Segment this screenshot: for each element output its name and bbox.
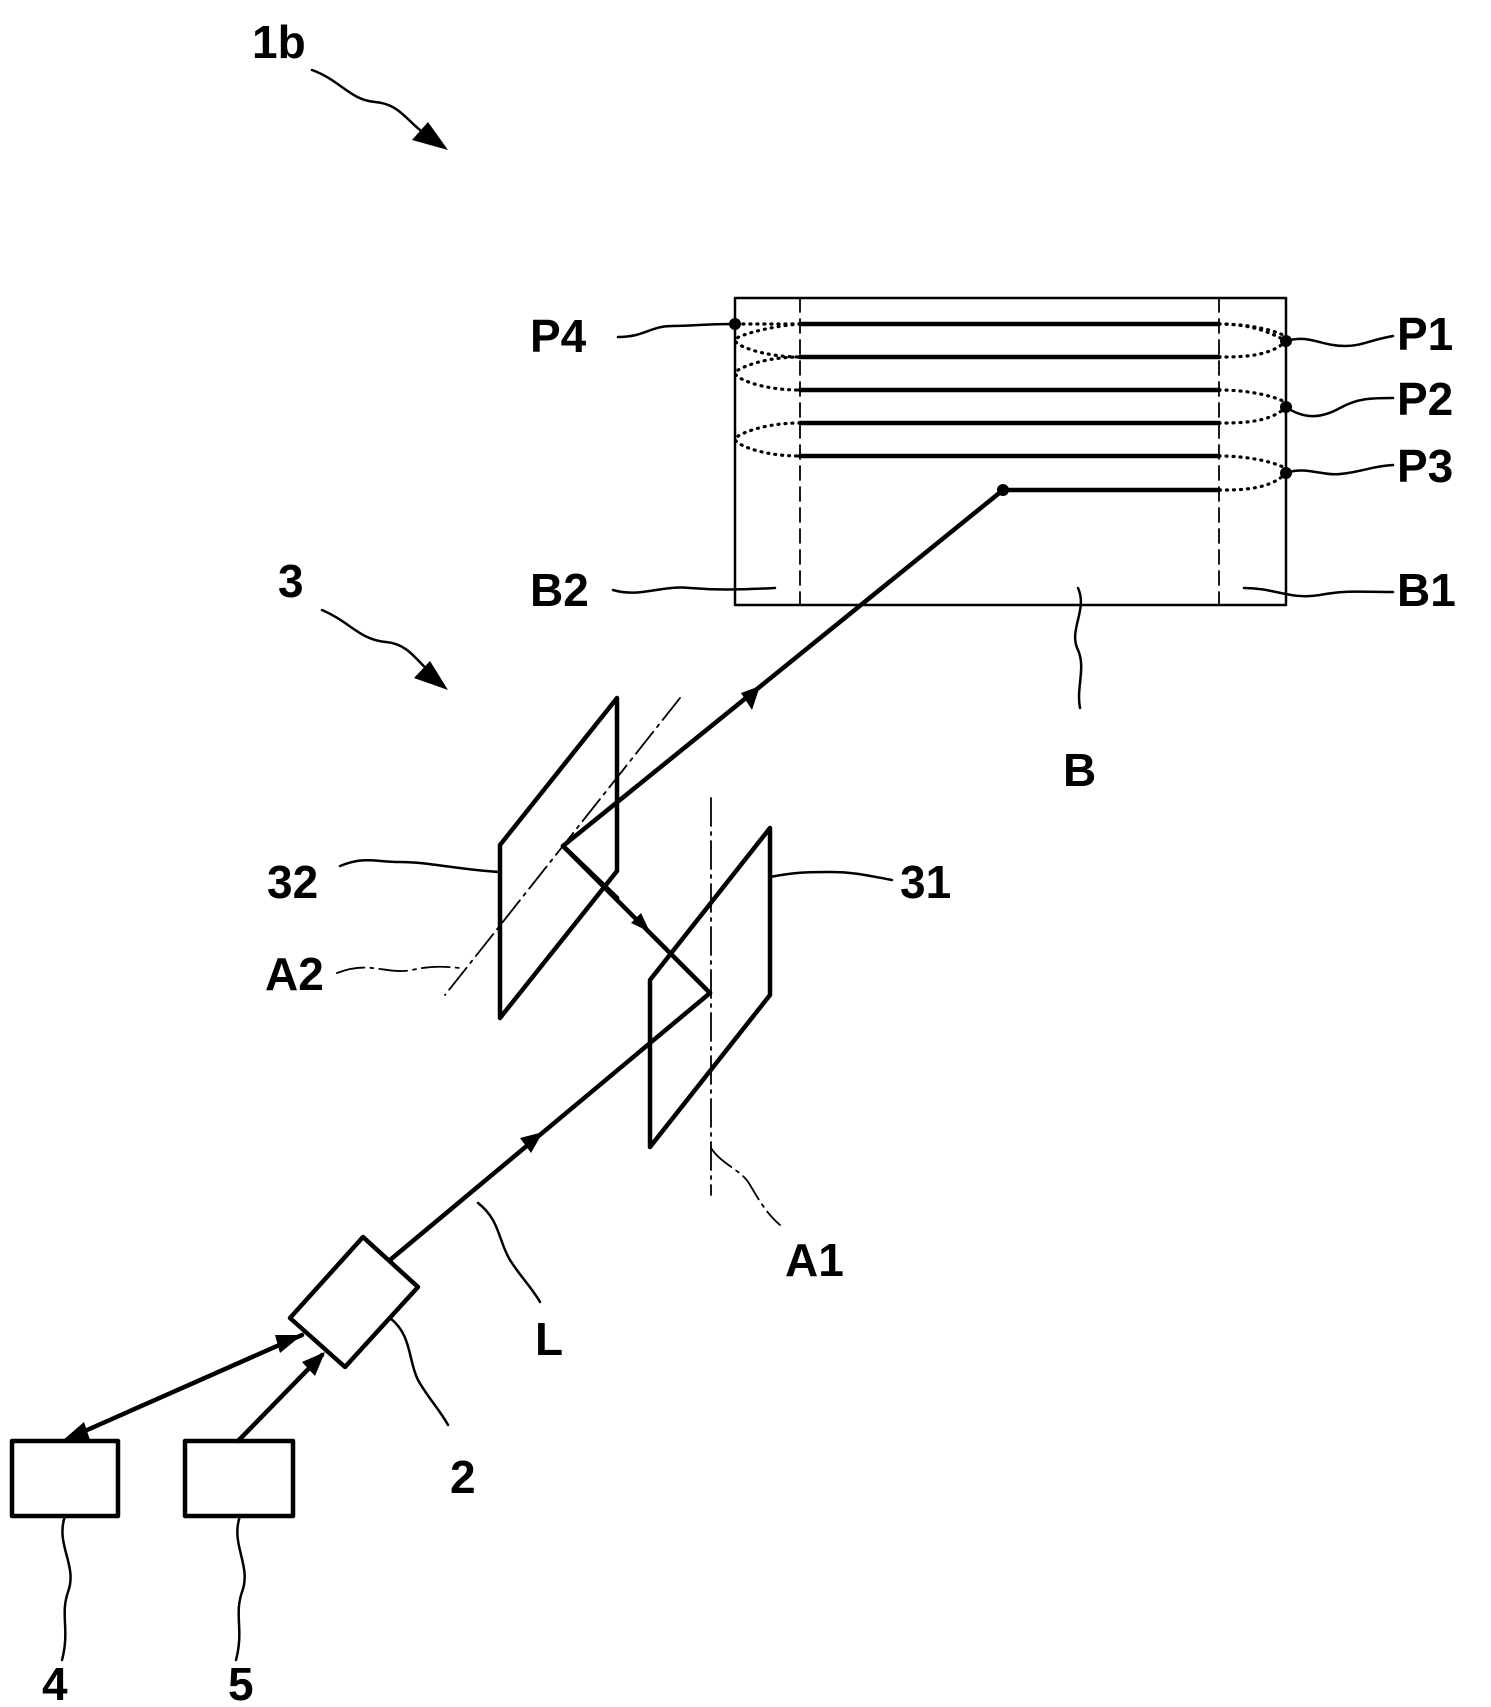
leader-4	[60, 1514, 72, 1662]
leader-a1	[710, 1147, 781, 1226]
working-field-rect	[733, 296, 1288, 607]
label-32: 32	[267, 856, 318, 908]
leader-b2	[611, 586, 777, 594]
leader-p3	[1284, 463, 1395, 476]
figure-id-leader	[310, 68, 422, 132]
label-p1: P1	[1397, 308, 1453, 360]
label-p3: P3	[1397, 440, 1453, 492]
label-4: 4	[42, 1658, 68, 1707]
label-p4: P4	[530, 310, 587, 362]
label-b: B	[1063, 744, 1096, 796]
label-5: 5	[228, 1658, 254, 1707]
figure-id-arrowhead	[412, 122, 448, 150]
link-unit5-source	[235, 1352, 325, 1444]
leader-p2	[1284, 396, 1395, 418]
beam-mirror32-out	[560, 843, 620, 901]
label-p2: P2	[1397, 373, 1453, 425]
turnaround-right-3	[1217, 454, 1291, 492]
laser-beam-arrowhead	[520, 1132, 543, 1153]
laser-source-box	[287, 1234, 421, 1370]
system-leader	[320, 608, 430, 672]
leader-2	[388, 1316, 450, 1427]
label-31: 31	[900, 856, 951, 908]
leader-5	[234, 1514, 246, 1662]
leader-32	[338, 859, 502, 874]
turnaround-left-2	[733, 421, 802, 458]
leader-p4	[616, 322, 737, 339]
label-a1: A1	[785, 1234, 844, 1286]
link-source-arrowhead-b	[302, 1352, 325, 1376]
label-2: 2	[450, 1451, 476, 1503]
leader-a2	[336, 965, 461, 974]
laser-beam-l	[387, 990, 713, 1263]
system-arrowhead	[414, 661, 448, 690]
label-b2: B2	[530, 564, 589, 616]
figure-id-label: 1b	[252, 16, 306, 68]
turnaround-right-2	[1217, 388, 1291, 425]
leader-p1	[1284, 334, 1395, 348]
leader-b	[1073, 586, 1083, 710]
unit-5-box	[182, 1438, 296, 1519]
leader-b1	[1242, 586, 1395, 598]
label-a2: A2	[265, 948, 324, 1000]
turnaround-left-3	[733, 322, 802, 359]
label-b1: B1	[1397, 564, 1456, 616]
mirror-31	[647, 825, 773, 1150]
system-label: 3	[278, 555, 304, 607]
link-source-unit4	[75, 1332, 305, 1437]
beam-between-mirrors-arrowhead	[631, 913, 650, 932]
beam-to-field	[560, 487, 1006, 849]
mirror-32	[497, 695, 620, 1021]
link-source-arrowhead-a	[275, 1335, 302, 1353]
leader-l	[476, 1201, 542, 1304]
label-l: L	[535, 1313, 563, 1365]
beam-to-field-arrowhead	[741, 686, 760, 710]
link-unit4-arrowhead	[62, 1422, 90, 1441]
leader-31	[768, 870, 894, 882]
turnaround-left-1	[733, 355, 802, 392]
unit-4-box	[9, 1438, 121, 1519]
